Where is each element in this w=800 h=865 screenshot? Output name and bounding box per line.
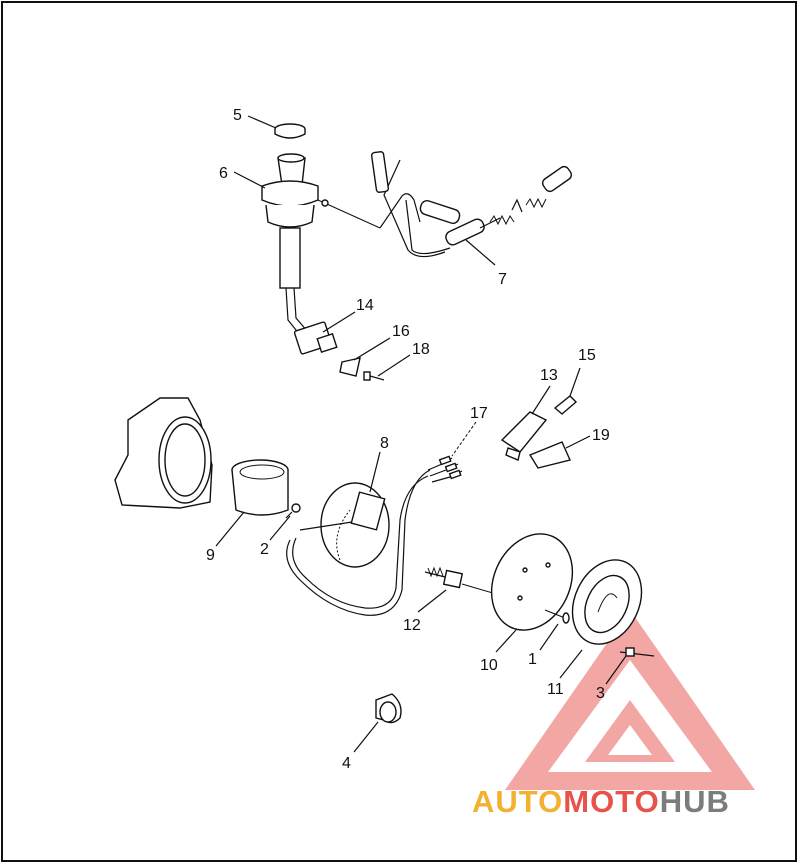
callout-10: 10 — [480, 657, 498, 674]
callout-1: 1 — [528, 651, 537, 668]
callout-2: 2 — [260, 541, 269, 558]
watermark-logo: AUTOMOTOHUB — [472, 784, 730, 820]
ignition-coil — [261, 123, 381, 289]
cover-plate — [490, 533, 574, 631]
gasket-ring — [571, 559, 643, 645]
spark-plug-wires — [370, 151, 573, 258]
screw-2 — [285, 503, 301, 519]
callout-13: 13 — [540, 367, 558, 384]
sensor-plate — [286, 469, 431, 616]
callout-4: 4 — [342, 755, 351, 772]
callout-12: 12 — [403, 617, 421, 634]
callout-19: 19 — [592, 427, 610, 444]
clamp-4 — [375, 693, 402, 724]
callout-14: 14 — [356, 297, 374, 314]
callout-16: 16 — [392, 323, 410, 340]
callout-3: 3 — [596, 685, 605, 702]
screw-1 — [544, 609, 570, 624]
logo-part-hub: HUB — [659, 784, 730, 819]
callout-8: 8 — [380, 435, 389, 452]
watermark-triangle — [505, 610, 755, 790]
coil-lead-wires — [285, 287, 338, 355]
callout-18: 18 — [412, 341, 430, 358]
connector-housing — [500, 395, 578, 469]
logo-part-moto: MOTO — [563, 784, 660, 819]
pin-3 — [619, 647, 655, 657]
callout-17: 17 — [470, 405, 488, 422]
callout-6: 6 — [219, 165, 228, 182]
clip-and-pin — [339, 357, 385, 381]
callout-9: 9 — [206, 547, 215, 564]
callout-5: 5 — [233, 107, 242, 124]
engine-housing — [114, 397, 213, 509]
leader-lines — [215, 115, 627, 753]
rotor-cup — [231, 459, 289, 516]
callout-7: 7 — [498, 271, 507, 288]
callout-15: 15 — [578, 347, 596, 364]
callout-11: 11 — [547, 681, 564, 698]
wire-terminals — [427, 455, 463, 483]
callout-labels: 5 6 7 14 16 18 15 13 17 19 8 9 2 12 10 1… — [206, 107, 610, 772]
logo-part-auto: AUTO — [472, 784, 564, 819]
